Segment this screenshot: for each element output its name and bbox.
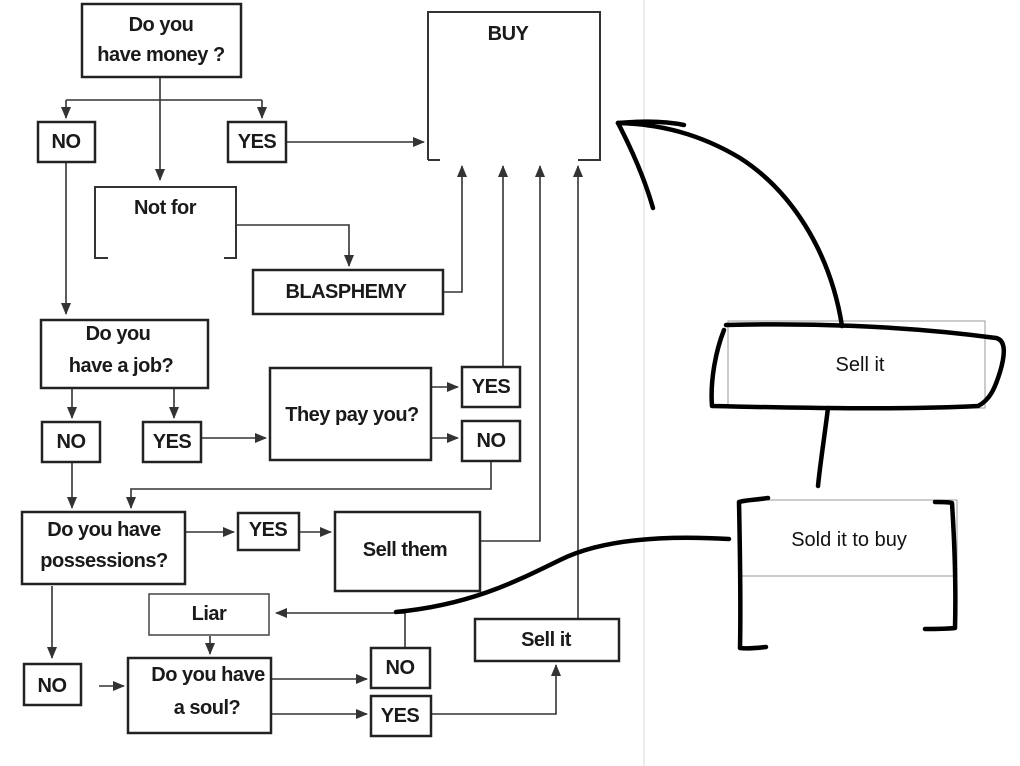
- soul-question-line2: a soul?: [174, 697, 241, 719]
- pay-yes-label: YES: [472, 376, 511, 398]
- soul-no-label: NO: [386, 657, 415, 679]
- soul-question-node: Do you have a soul?: [126, 656, 273, 735]
- job-no-node: NO: [40, 420, 102, 464]
- blasphemy-label: BLASPHEMY: [285, 281, 407, 303]
- ink-connector-to-liar: [393, 535, 732, 615]
- job-question-line2: have a job?: [69, 355, 174, 377]
- not-for-label: Not for: [134, 197, 197, 219]
- ink-note-connector: [815, 405, 831, 489]
- liar-node: Liar: [148, 593, 270, 636]
- job-no-label: NO: [57, 431, 86, 453]
- possessions-yes-node: YES: [236, 511, 301, 552]
- possessions-question-line1: Do you have: [47, 519, 161, 541]
- money-question-line1: Do you: [129, 14, 194, 36]
- ink-arrow-head-bottom: [615, 120, 656, 211]
- blasphemy-node: BLASPHEMY: [251, 268, 445, 316]
- handwritten-ink-strokes: [393, 119, 1006, 651]
- annotation-sell-it: Sell it: [727, 320, 986, 409]
- pay-yes-node: YES: [460, 365, 522, 409]
- possessions-no-node: NO: [22, 662, 83, 707]
- sell-them-label: Sell them: [363, 539, 447, 561]
- not-for-node: Not for: [94, 186, 237, 259]
- money-no-label: NO: [52, 131, 81, 153]
- pay-no-label: NO: [477, 430, 506, 452]
- not-for-bracket: [94, 186, 237, 259]
- buy-bracket: [427, 11, 601, 161]
- possessions-question-node: Do you have possessions?: [20, 510, 187, 586]
- liar-label: Liar: [192, 603, 227, 625]
- ink-sold-it-bracket-right: [922, 499, 958, 632]
- money-no-node: NO: [36, 120, 97, 164]
- job-yes-label: YES: [153, 431, 192, 453]
- possessions-no-label: NO: [38, 675, 67, 697]
- money-question-line2: have money ?: [97, 44, 225, 66]
- annotation-sold-it-to-buy: Sold it to buy: [739, 499, 958, 577]
- edge-soulno-to-liar: [275, 608, 406, 648]
- job-question-node: Do you have a job?: [39, 318, 210, 390]
- edge-soulyes-to-sellit: [431, 664, 561, 715]
- soul-yes-label: YES: [381, 705, 420, 727]
- ink-arrow-to-buy: [615, 120, 845, 329]
- sold-it-note-label: Sold it to buy: [791, 529, 907, 551]
- edge-blasphemy-to-buy: [444, 165, 467, 293]
- buy-node: BUY: [427, 11, 601, 161]
- ink-sell-it-frame: [709, 322, 1006, 411]
- money-yes-node: YES: [226, 120, 288, 164]
- soul-no-node: NO: [369, 646, 432, 690]
- sell-it-label: Sell it: [521, 629, 572, 651]
- money-question-node: Do you have money ?: [80, 2, 243, 79]
- pay-no-node: NO: [460, 419, 522, 463]
- soul-question-line1: Do you have: [151, 664, 265, 686]
- sell-them-node: Sell them: [333, 510, 482, 593]
- edge-payno-to-possessions: [126, 461, 492, 509]
- flowchart-edges: [47, 78, 583, 719]
- edge-money-to-no: [66, 99, 262, 118]
- ink-arrow-head-top: [615, 119, 687, 128]
- sell-it-note-frame: [727, 320, 986, 409]
- ink-sold-it-bracket-left: [736, 495, 771, 651]
- job-question-line1: Do you: [86, 323, 151, 345]
- soul-yes-node: YES: [369, 694, 433, 738]
- money-yes-label: YES: [238, 131, 277, 153]
- job-yes-node: YES: [141, 420, 203, 464]
- edge-notfor-to-blasphemy: [236, 224, 354, 267]
- pay-question-label: They pay you?: [285, 404, 419, 426]
- sell-it-node: Sell it: [473, 617, 621, 663]
- buy-label: BUY: [488, 23, 530, 45]
- edge-sellthem-to-buy: [480, 165, 545, 542]
- sell-it-note-label: Sell it: [836, 354, 885, 376]
- pay-question-node: They pay you?: [268, 366, 433, 462]
- possessions-question-line2: possessions?: [40, 550, 168, 572]
- possessions-yes-label: YES: [249, 519, 288, 541]
